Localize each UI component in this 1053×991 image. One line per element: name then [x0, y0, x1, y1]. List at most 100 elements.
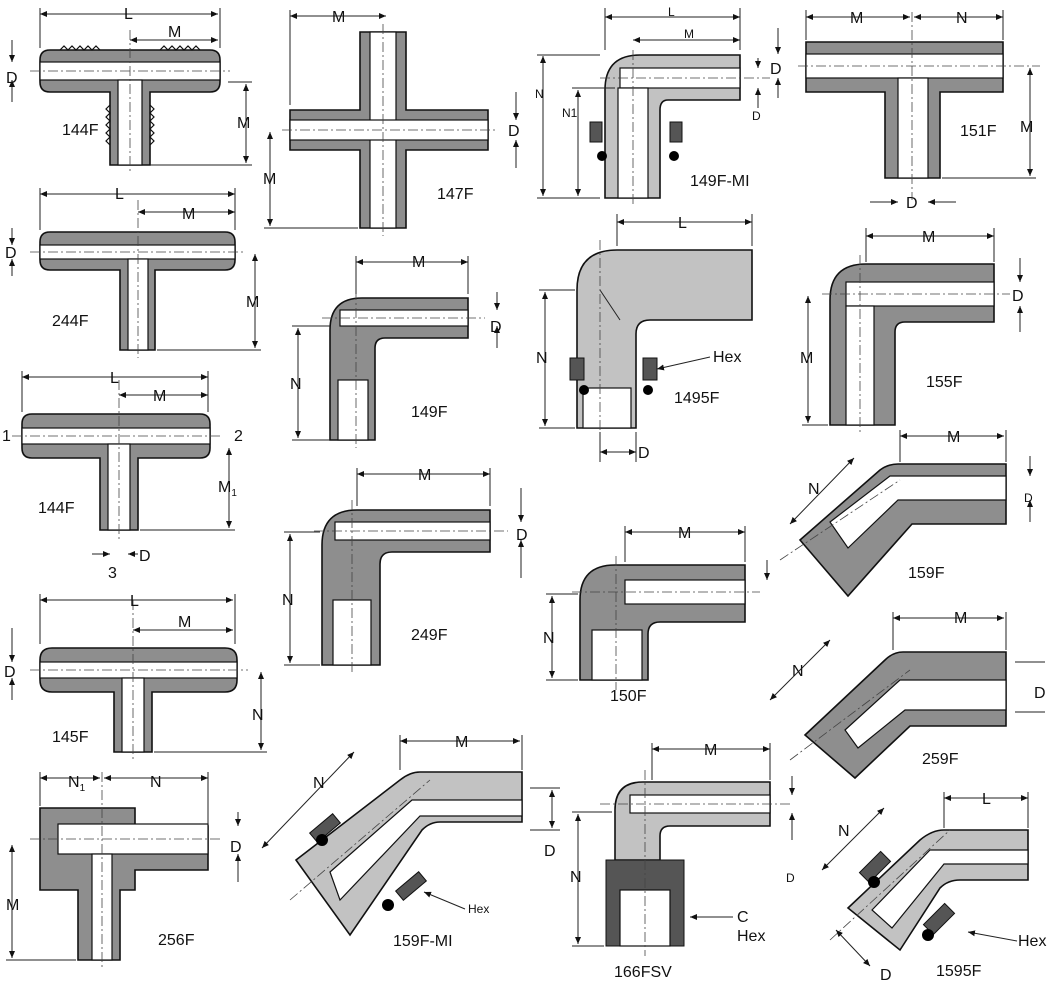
dim-L: L [124, 6, 133, 23]
part-label: 155F [926, 374, 963, 391]
dim-N: N [313, 775, 325, 792]
part-label: 145F [52, 729, 89, 746]
dim-D: D [770, 61, 782, 78]
part-label: 1495F [674, 390, 720, 407]
fitting-144F-top: L M M D 144F [6, 6, 252, 172]
fitting-147F: M M D 147F [263, 9, 520, 236]
part-label: 159F [908, 565, 945, 582]
fitting-1495F: L N D Hex 1495F [536, 214, 753, 462]
dim-M: M [455, 734, 468, 751]
dim-L: L [982, 791, 991, 808]
part-label: 151F [960, 123, 997, 140]
dim-M: M [678, 525, 691, 542]
dim-N: N [838, 823, 850, 840]
part-label: 149F-MI [690, 173, 750, 190]
dim-L: L [668, 5, 675, 19]
dim-M: M [182, 206, 195, 223]
dim-c: C [737, 909, 749, 926]
dim-N: N [543, 630, 555, 647]
part-label: 147F [437, 186, 474, 203]
dim-M: M [153, 388, 166, 405]
fitting-144F-ports: L M M1 1 2 3 D 144F [2, 370, 243, 582]
dim-D: D [230, 839, 242, 856]
dim-M: M [237, 115, 250, 132]
dim-N: N [792, 663, 804, 680]
dim-M: M [246, 294, 259, 311]
dim-hex: Hex [737, 928, 765, 945]
dim-N1: N1 [68, 774, 86, 794]
dim-M: M [1020, 119, 1033, 136]
dim-N: N [290, 376, 302, 393]
dim-M: M [947, 429, 960, 446]
part-label: 149F [411, 404, 448, 421]
fitting-166FSV: M N D C Hex 166FSV [570, 742, 795, 981]
dim-M: M [6, 897, 19, 914]
dim-D: D [1012, 288, 1024, 305]
part-label: 256F [158, 932, 195, 949]
part-label: 166FSV [614, 964, 672, 981]
dim-M: M [178, 614, 191, 631]
part-label: 244F [52, 313, 89, 330]
dim-M: M [684, 27, 694, 41]
dim-D: D [638, 445, 650, 462]
dim-M: M [850, 10, 863, 27]
dim-L: L [110, 370, 119, 387]
dim-D: D [508, 123, 520, 140]
fitting-244F: L M M D 244F [5, 186, 261, 358]
dim-D: D [139, 548, 151, 565]
dim-D: D [544, 843, 556, 860]
dim-N1: N1 [562, 106, 578, 120]
dim-D: D [5, 245, 17, 262]
dim-N: N [150, 774, 162, 791]
fitting-256F: N1 N M D 256F [6, 772, 242, 968]
fitting-249F: M N D 249F [282, 467, 528, 674]
dim-M: M [922, 229, 935, 246]
part-label: 159F-MI [393, 933, 453, 950]
fitting-155F: M M D 155F [800, 228, 1024, 432]
fitting-259F: M N D 259F [769, 610, 1046, 780]
dim-hex: Hex [1018, 933, 1046, 950]
port-3: 3 [108, 565, 117, 582]
part-label: 144F [62, 122, 99, 139]
dim-D: D [880, 967, 892, 984]
dim-M: M [412, 254, 425, 271]
part-label: 144F [38, 500, 75, 517]
dim-M: M [800, 350, 813, 367]
dim-M1: M1 [218, 479, 237, 499]
part-label: 1595F [936, 963, 982, 980]
dim-L: L [130, 593, 139, 610]
dim-M: M [954, 610, 967, 627]
dim-N: N [252, 707, 264, 724]
dim-N: N [956, 10, 968, 27]
dim-L: L [115, 186, 124, 203]
fitting-159F: M N D 159F [779, 429, 1033, 598]
dim-D: D [906, 195, 918, 212]
dim-D: D [786, 871, 795, 885]
fitting-151F: M N M D D 151F [770, 10, 1040, 212]
dim-M: M [332, 9, 345, 26]
dim-M: M [168, 24, 181, 41]
fitting-149F-MI: L M N N1 D 149F-MI [535, 5, 770, 205]
dim-hex: Hex [713, 349, 741, 366]
dim-hex: Hex [468, 902, 489, 916]
fitting-150F: M N 150F [543, 525, 770, 705]
dim-M: M [263, 171, 276, 188]
dim-D: D [1024, 491, 1033, 505]
part-label: 249F [411, 627, 448, 644]
port-1: 1 [2, 428, 11, 445]
dim-D: D [4, 664, 16, 681]
dim-N: N [536, 350, 548, 367]
dim-N: N [570, 869, 582, 886]
part-label: 259F [922, 751, 959, 768]
dim-N: N [808, 481, 820, 498]
fitting-145F: L M N D 145F [4, 593, 267, 760]
fitting-149F: M N D 149F [290, 254, 502, 448]
port-2: 2 [234, 428, 243, 445]
dim-L: L [678, 215, 687, 232]
part-label: 150F [610, 688, 647, 705]
dim-D: D [516, 527, 528, 544]
dim-D: D [752, 109, 761, 123]
fitting-1595F: L N D Hex 1595F [821, 791, 1046, 984]
